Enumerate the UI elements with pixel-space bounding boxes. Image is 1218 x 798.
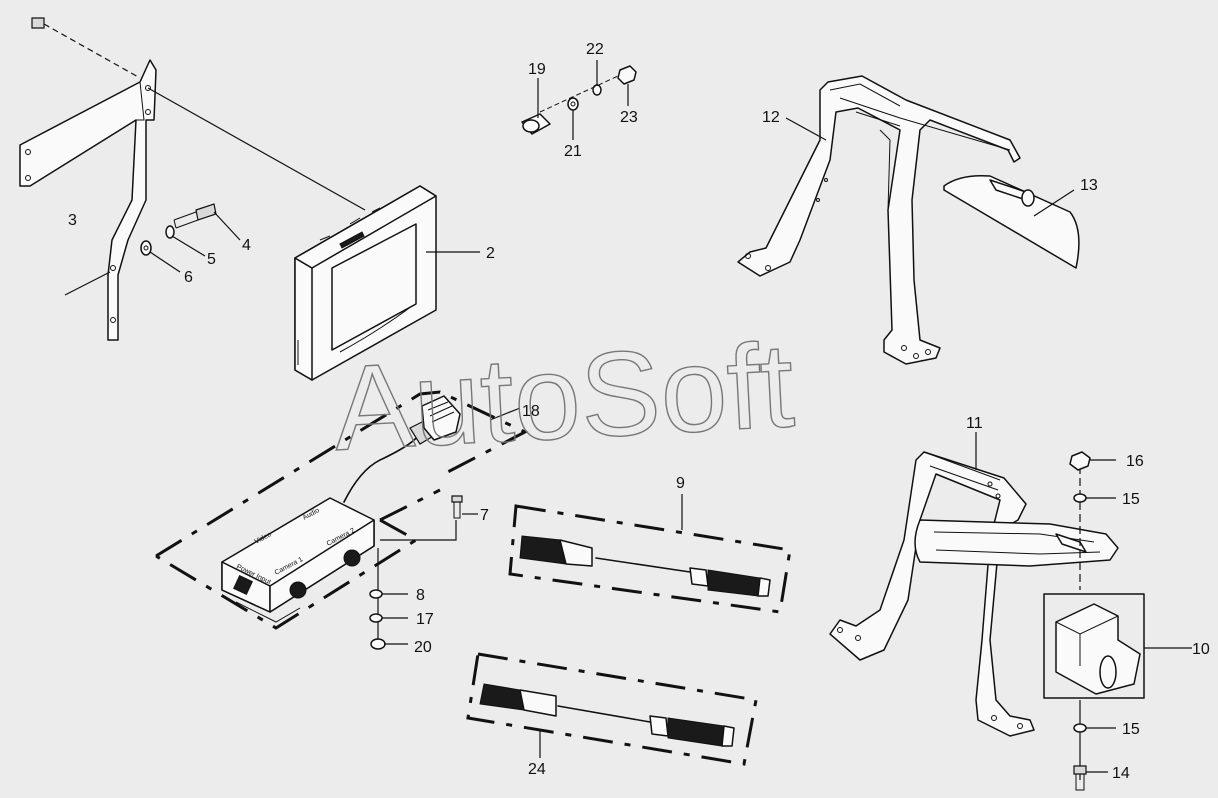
cable-part-24 — [466, 652, 758, 766]
callout-14: 14 — [1112, 765, 1130, 782]
callout-11: 11 — [966, 415, 983, 432]
callout-numbers: 2 3 4 5 6 7 8 9 10 11 12 13 14 15 15 16 … — [68, 41, 1210, 782]
callout-24: 24 — [528, 761, 546, 778]
fasteners-7-8-17-20 — [369, 495, 478, 650]
callout-18: 18 — [522, 403, 540, 420]
control-box-part-18: Power Input Camera 1 Camera 2 Video Audi… — [155, 390, 529, 630]
callout-13: 13 — [1080, 177, 1098, 194]
callout-2: 2 — [486, 245, 495, 262]
bracket-part-12 — [737, 75, 1021, 365]
callout-3: 3 — [68, 212, 77, 229]
callout-21: 21 — [564, 143, 582, 160]
clamp-hardware-19-23 — [521, 60, 637, 140]
callout-19: 19 — [528, 61, 546, 78]
callout-8: 8 — [416, 587, 425, 604]
callout-10: 10 — [1192, 641, 1210, 658]
callout-7: 7 — [480, 507, 489, 524]
bracket-part-11 — [829, 432, 1119, 737]
callout-20: 20 — [414, 639, 432, 656]
callout-6: 6 — [184, 269, 193, 286]
fasteners-14-15-16 — [1069, 451, 1116, 791]
callout-22: 22 — [586, 41, 604, 58]
callout-5: 5 — [207, 251, 216, 268]
monitor-part-2 — [294, 185, 480, 381]
detail-part-10 — [1043, 593, 1192, 699]
watermark: AutoSoft — [330, 318, 797, 476]
callout-16: 16 — [1126, 453, 1144, 470]
callout-15-lower: 15 — [1122, 721, 1140, 738]
callout-23: 23 — [620, 109, 638, 126]
callout-4: 4 — [242, 237, 251, 254]
top-screw — [31, 17, 366, 211]
cable-part-9 — [508, 494, 792, 614]
callout-17: 17 — [416, 611, 434, 628]
pad-part-13 — [943, 174, 1080, 269]
callout-12: 12 — [762, 109, 780, 126]
bracket-part-3 — [19, 59, 157, 341]
callout-9: 9 — [676, 475, 685, 492]
bolt-washers-4-5-6 — [140, 203, 241, 273]
callout-15-upper: 15 — [1122, 491, 1140, 508]
